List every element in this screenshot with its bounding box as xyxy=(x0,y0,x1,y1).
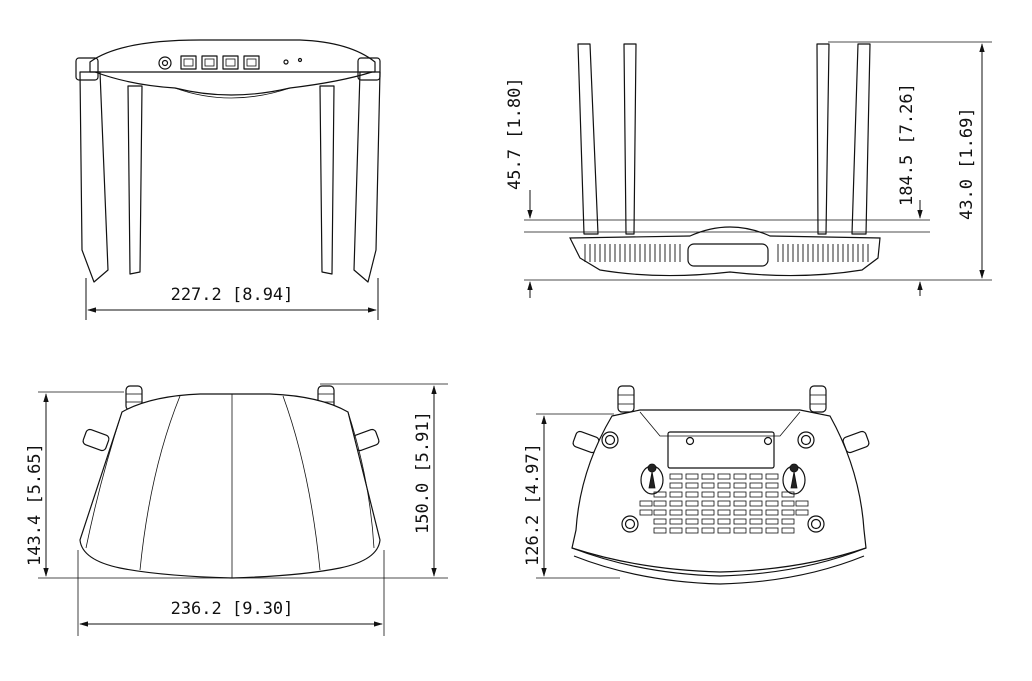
dim-side-total-height: 184.5 [7.26] xyxy=(897,83,917,206)
antenna-inner-right xyxy=(319,85,335,275)
side-view: 45.7 [1.80] 184.5 [7.26] 43.0 [1.69] xyxy=(505,41,992,298)
bottom-view: 126.2 [4.97] xyxy=(523,385,870,585)
bottom-knob-top-left xyxy=(617,385,635,413)
side-vent-hatch xyxy=(584,244,869,262)
dim-side-body-height: 43.0 [1.69] xyxy=(957,107,977,220)
front-view: 227.2 [8.94] xyxy=(75,39,381,320)
dim-top-depth-right: 150.0 [5.91] xyxy=(413,411,433,534)
dim-bottom-depth: 126.2 [4.97] xyxy=(523,443,543,566)
dim-front-width: 227.2 [8.94] xyxy=(171,285,294,305)
top-view: 143.4 [5.65] 150.0 [5.91] 236.2 [9.30] xyxy=(25,383,448,636)
dim-top-width: 236.2 [9.30] xyxy=(171,599,294,619)
dim-top-depth-left: 143.4 [5.65] xyxy=(25,443,45,566)
bottom-knob-top-right xyxy=(809,385,827,413)
ethernet-ports xyxy=(180,55,260,70)
knob-side-left xyxy=(82,428,110,452)
antenna-outer-right xyxy=(353,57,381,283)
dim-side-antenna-extra: 45.7 [1.80] xyxy=(505,77,525,190)
antenna-outer-left xyxy=(75,57,109,283)
keyhole-left xyxy=(640,463,664,495)
bottom-vent-grid xyxy=(639,473,809,534)
antenna-inner-left xyxy=(127,85,143,275)
